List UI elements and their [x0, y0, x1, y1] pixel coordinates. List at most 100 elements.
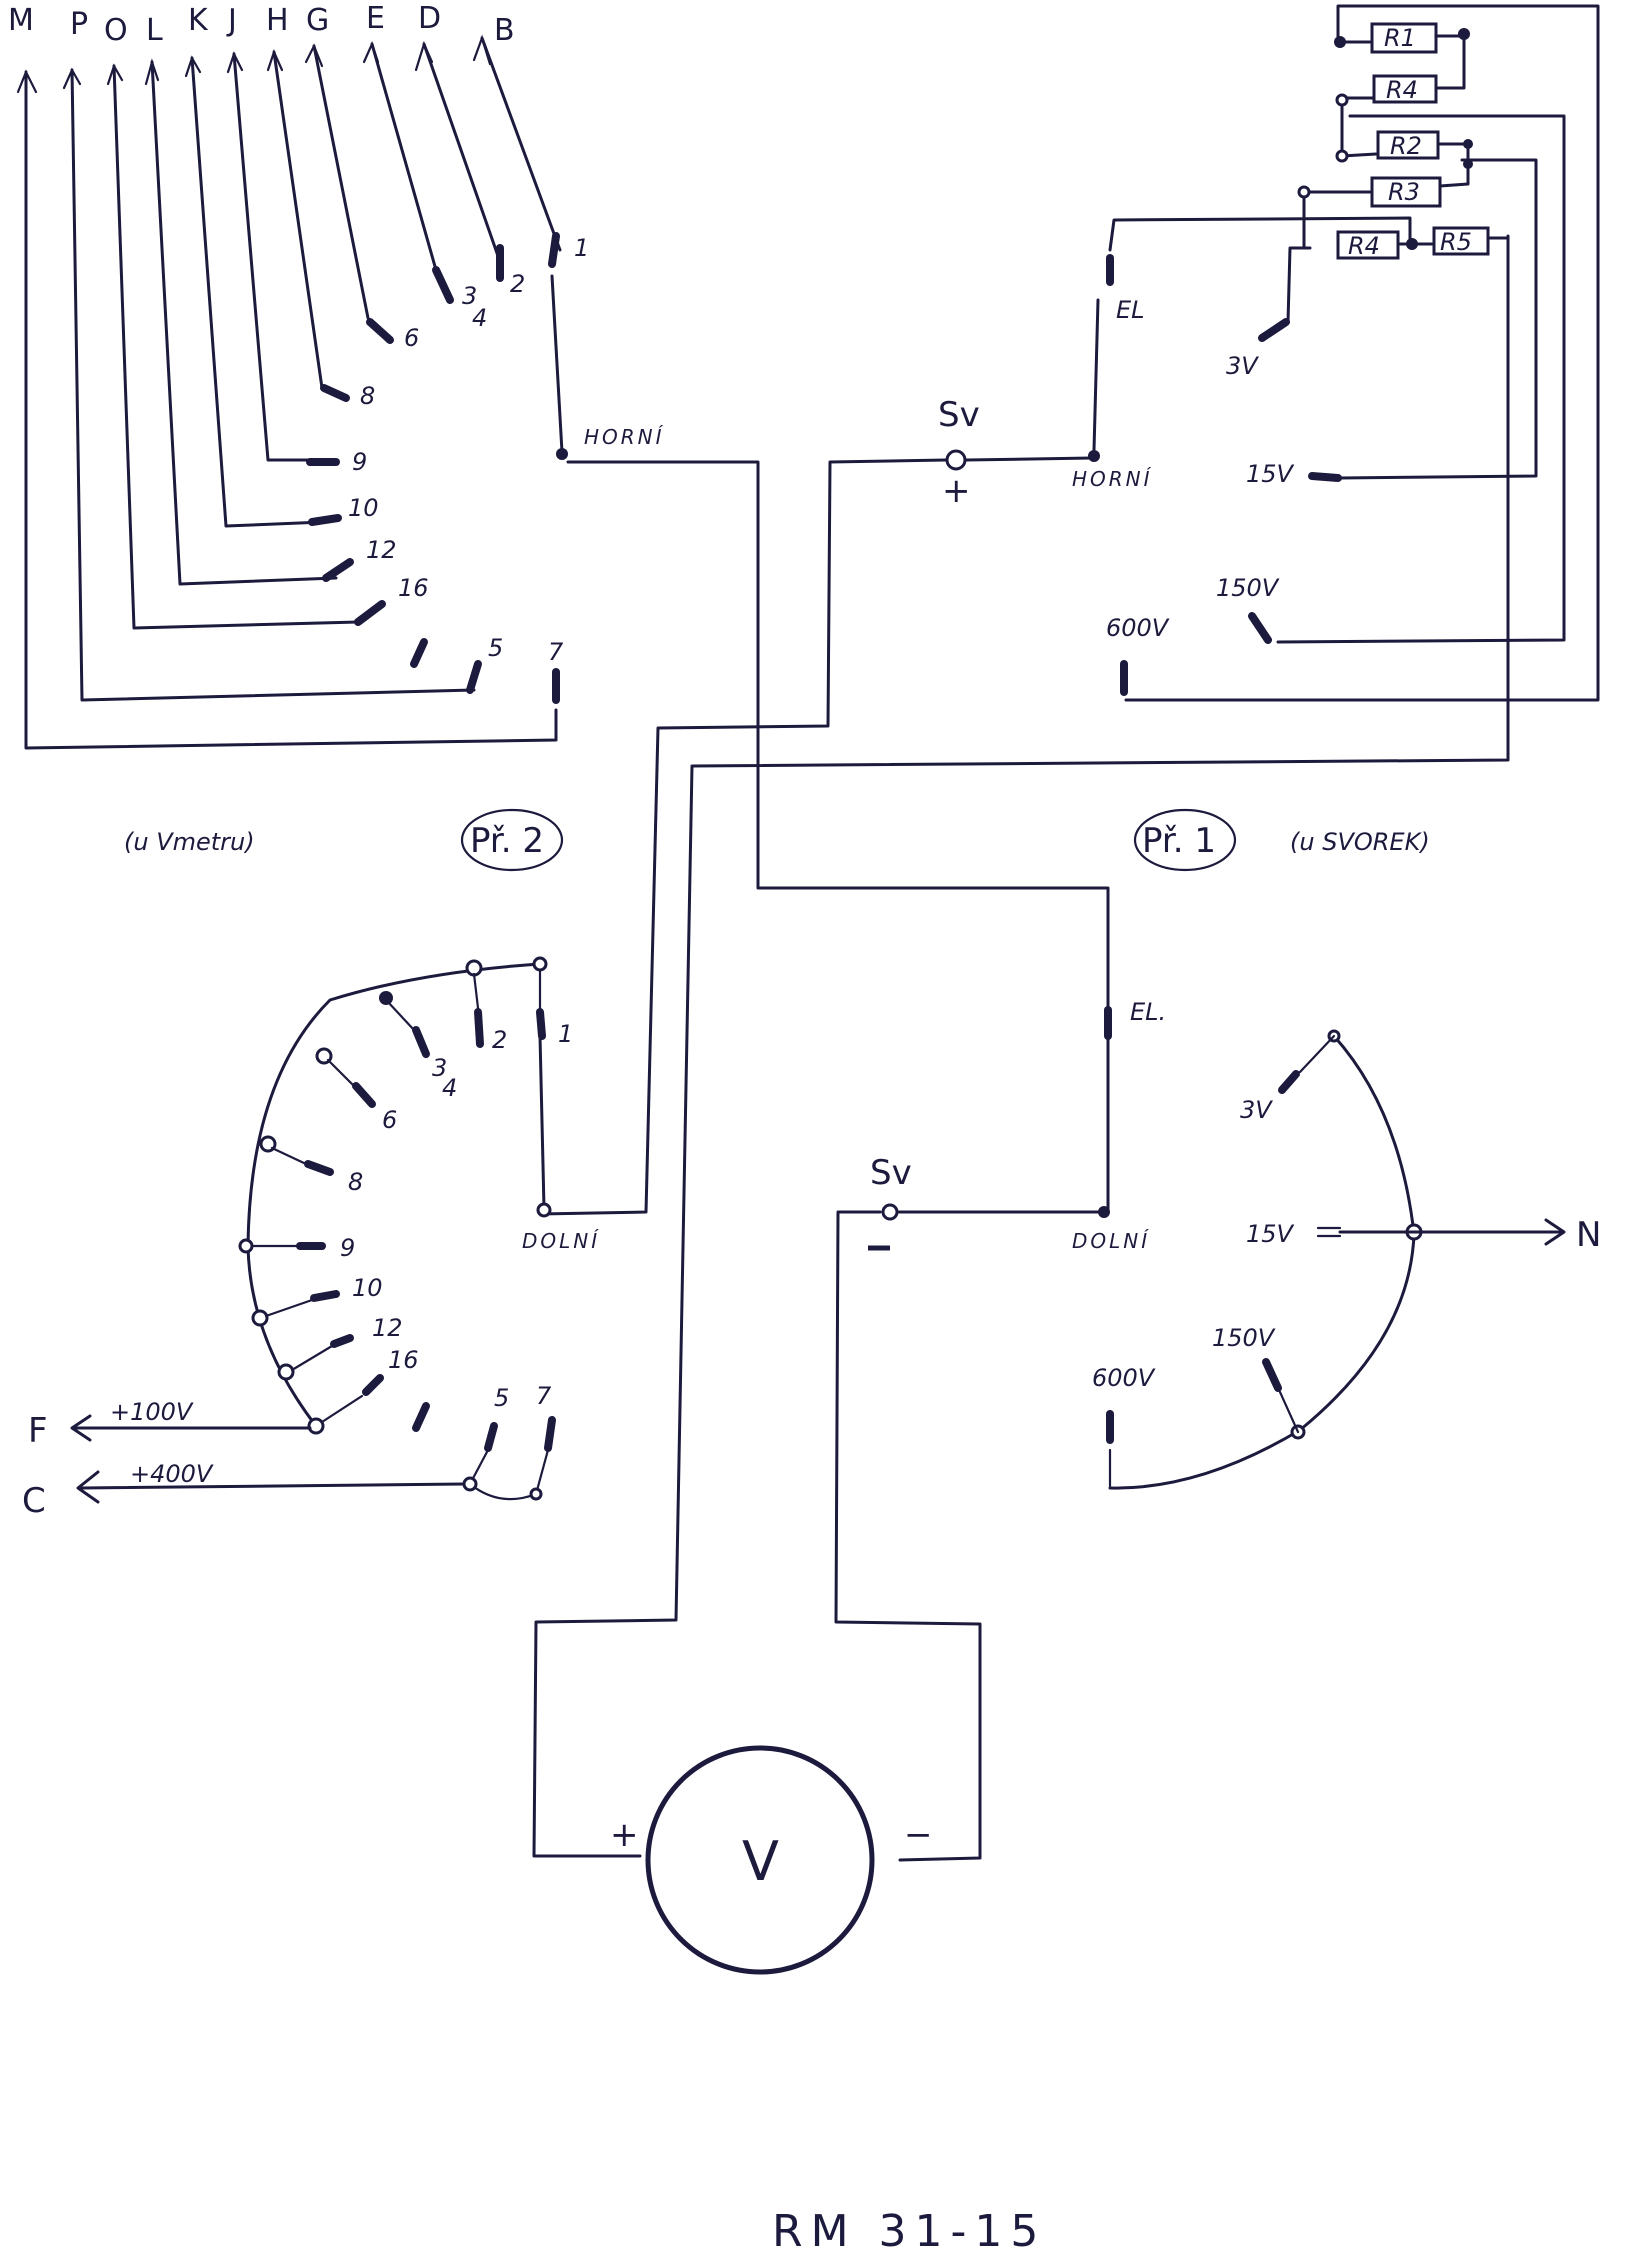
switch1-upper-common-label: HORNÍ [1072, 467, 1153, 491]
wire-m [24, 70, 558, 750]
terminal-f-label: F [28, 1411, 48, 1451]
switch1-name: Př. 1 [1142, 821, 1216, 861]
wiper-upper-right [1092, 298, 1100, 452]
wiper-upper [550, 274, 564, 454]
terminal-c-voltage: +400V [130, 1460, 214, 1488]
pos-label-12: 12 [366, 536, 397, 564]
switch2-lower-arc [246, 962, 542, 1428]
pos-label-5: 5 [488, 634, 503, 662]
switch2-lower: DOLNÍ 1 2 3 4 6 8 9 10 12 16 5 7 F +100V… [22, 956, 597, 1521]
lower-contact-16 [362, 1374, 384, 1396]
pos-label-el-upper: EL [1116, 296, 1145, 324]
lower-contact-6 [352, 1082, 376, 1108]
switch1-lower-common-label: DOLNÍ [1072, 1229, 1150, 1253]
pos-label-3: 3 [462, 282, 477, 310]
voltmeter-plus-label: + [610, 1815, 639, 1855]
lower-pos-label-9: 9 [340, 1234, 355, 1262]
central-wiring [532, 234, 1510, 1862]
resistor-r4-bottom [1336, 230, 1400, 260]
sv-top-label: Sv [938, 395, 980, 435]
wire-sv-to-horni1 [964, 456, 1094, 462]
terminal-sv-minus [881, 1203, 899, 1221]
switch2-name-ellipse [460, 808, 564, 872]
wire-b [480, 36, 562, 252]
wire-sv-plus-to-dolni2 [538, 458, 948, 1216]
arrowheads [16, 34, 492, 94]
node-horni-left [556, 448, 568, 460]
arrow-c-icon [76, 1470, 100, 1504]
resistor-r4-top-label: R4 [1386, 76, 1418, 104]
resistor-r1 [1370, 22, 1438, 54]
contact-blank [410, 638, 428, 668]
terminal-c-label: C [22, 1481, 46, 1521]
contact-1 [548, 232, 560, 268]
lower-contact-3v [1278, 1070, 1300, 1094]
switch1-note: (u SVOREK) [1290, 828, 1430, 856]
wire-el-to-r4r5 [1108, 216, 1412, 252]
pos-label-9: 9 [352, 448, 367, 476]
arrow-n-icon [1544, 1218, 1566, 1246]
wire-d [422, 42, 500, 258]
output-arrows [16, 34, 492, 94]
output-label-g: G [306, 3, 329, 38]
output-label-p: P [70, 7, 88, 42]
voltmeter-minus-label: − [904, 1815, 933, 1855]
pos-label-7: 7 [548, 638, 564, 666]
lower-pos-label-12: 12 [372, 1314, 403, 1342]
lower-contact-10 [310, 1290, 340, 1302]
contact-3v-upper [1258, 318, 1290, 342]
wire-600v-to-r1 [1124, 4, 1600, 702]
wire-o [112, 64, 360, 630]
lower-contact-2 [474, 1008, 484, 1048]
pos-label-150v-upper: 150V [1216, 574, 1280, 602]
switch2-upper: 1 2 3 4 6 8 9 10 12 16 5 7 HORNÍ [24, 36, 665, 750]
pos-label-8: 8 [360, 382, 375, 410]
lower-pos-label-4: 4 [442, 1074, 457, 1102]
wire-g [312, 44, 370, 320]
node-horni-right [1088, 450, 1100, 462]
wire-sv-minus-to-vm-minus [834, 1210, 982, 1862]
sv-top-polarity: + [942, 471, 971, 511]
switch2-upper-common-label: HORNÍ [584, 425, 665, 449]
pos-label-10: 10 [348, 494, 379, 522]
contact-8 [320, 384, 350, 402]
voltmeter-circle [645, 1745, 875, 1975]
contact-10 [308, 514, 342, 526]
resistor-r3-label: R3 [1388, 178, 1420, 206]
lower-pos-label-3v: 3V [1240, 1096, 1273, 1124]
resistor-r4-bottom-label: R4 [1348, 232, 1380, 260]
wire-150v-to-r4r2 [1276, 114, 1566, 644]
switch1-upper: Sv + HORNÍ EL 3V 15V 150V 600V [938, 4, 1600, 702]
switch2-note: (u Vmetru) [124, 828, 255, 856]
resistor-r5 [1432, 226, 1490, 256]
lower-pos-label-el: EL. [1130, 998, 1166, 1026]
lower-contact-8 [304, 1160, 334, 1176]
terminal-sv-plus [945, 449, 967, 471]
wire-l [150, 60, 338, 586]
lower-pos-label-5: 5 [494, 1384, 509, 1412]
contact-150v-upper [1248, 612, 1272, 644]
lower-pos-label-7: 7 [536, 1382, 552, 1410]
lower-contact-3-4 [412, 1026, 430, 1058]
output-label-k: K [188, 3, 209, 38]
output-label-b: B [494, 13, 515, 48]
pos-label-15v-upper: 15V [1246, 460, 1295, 488]
lower-pos-label-6: 6 [382, 1106, 397, 1134]
wire-j [232, 52, 312, 462]
resistor-network: R1 R4 R2 R3 R4 R5 [1297, 22, 1510, 260]
output-label-e: E [366, 1, 385, 36]
wire-15v-to-r2r3 [1338, 158, 1538, 480]
lower-pos-label-1: 1 [558, 1020, 573, 1048]
lower-pos-label-15v: 15V [1246, 1220, 1295, 1248]
switch1-lower: Sv − DOLNÍ EL. 3V 15V N 150V 600V [868, 998, 1601, 1490]
pos-label-2: 2 [510, 270, 525, 298]
contact-6 [366, 318, 394, 344]
lower-pos-label-600v: 600V [1092, 1364, 1156, 1392]
switch1-name-ellipse [1133, 808, 1237, 872]
resistor-r1-label: R1 [1384, 24, 1416, 52]
lower-pos-label-3: 3 [432, 1054, 447, 1082]
lower-pos-label-16: 16 [388, 1346, 419, 1374]
pos-label-1: 1 [574, 234, 589, 262]
